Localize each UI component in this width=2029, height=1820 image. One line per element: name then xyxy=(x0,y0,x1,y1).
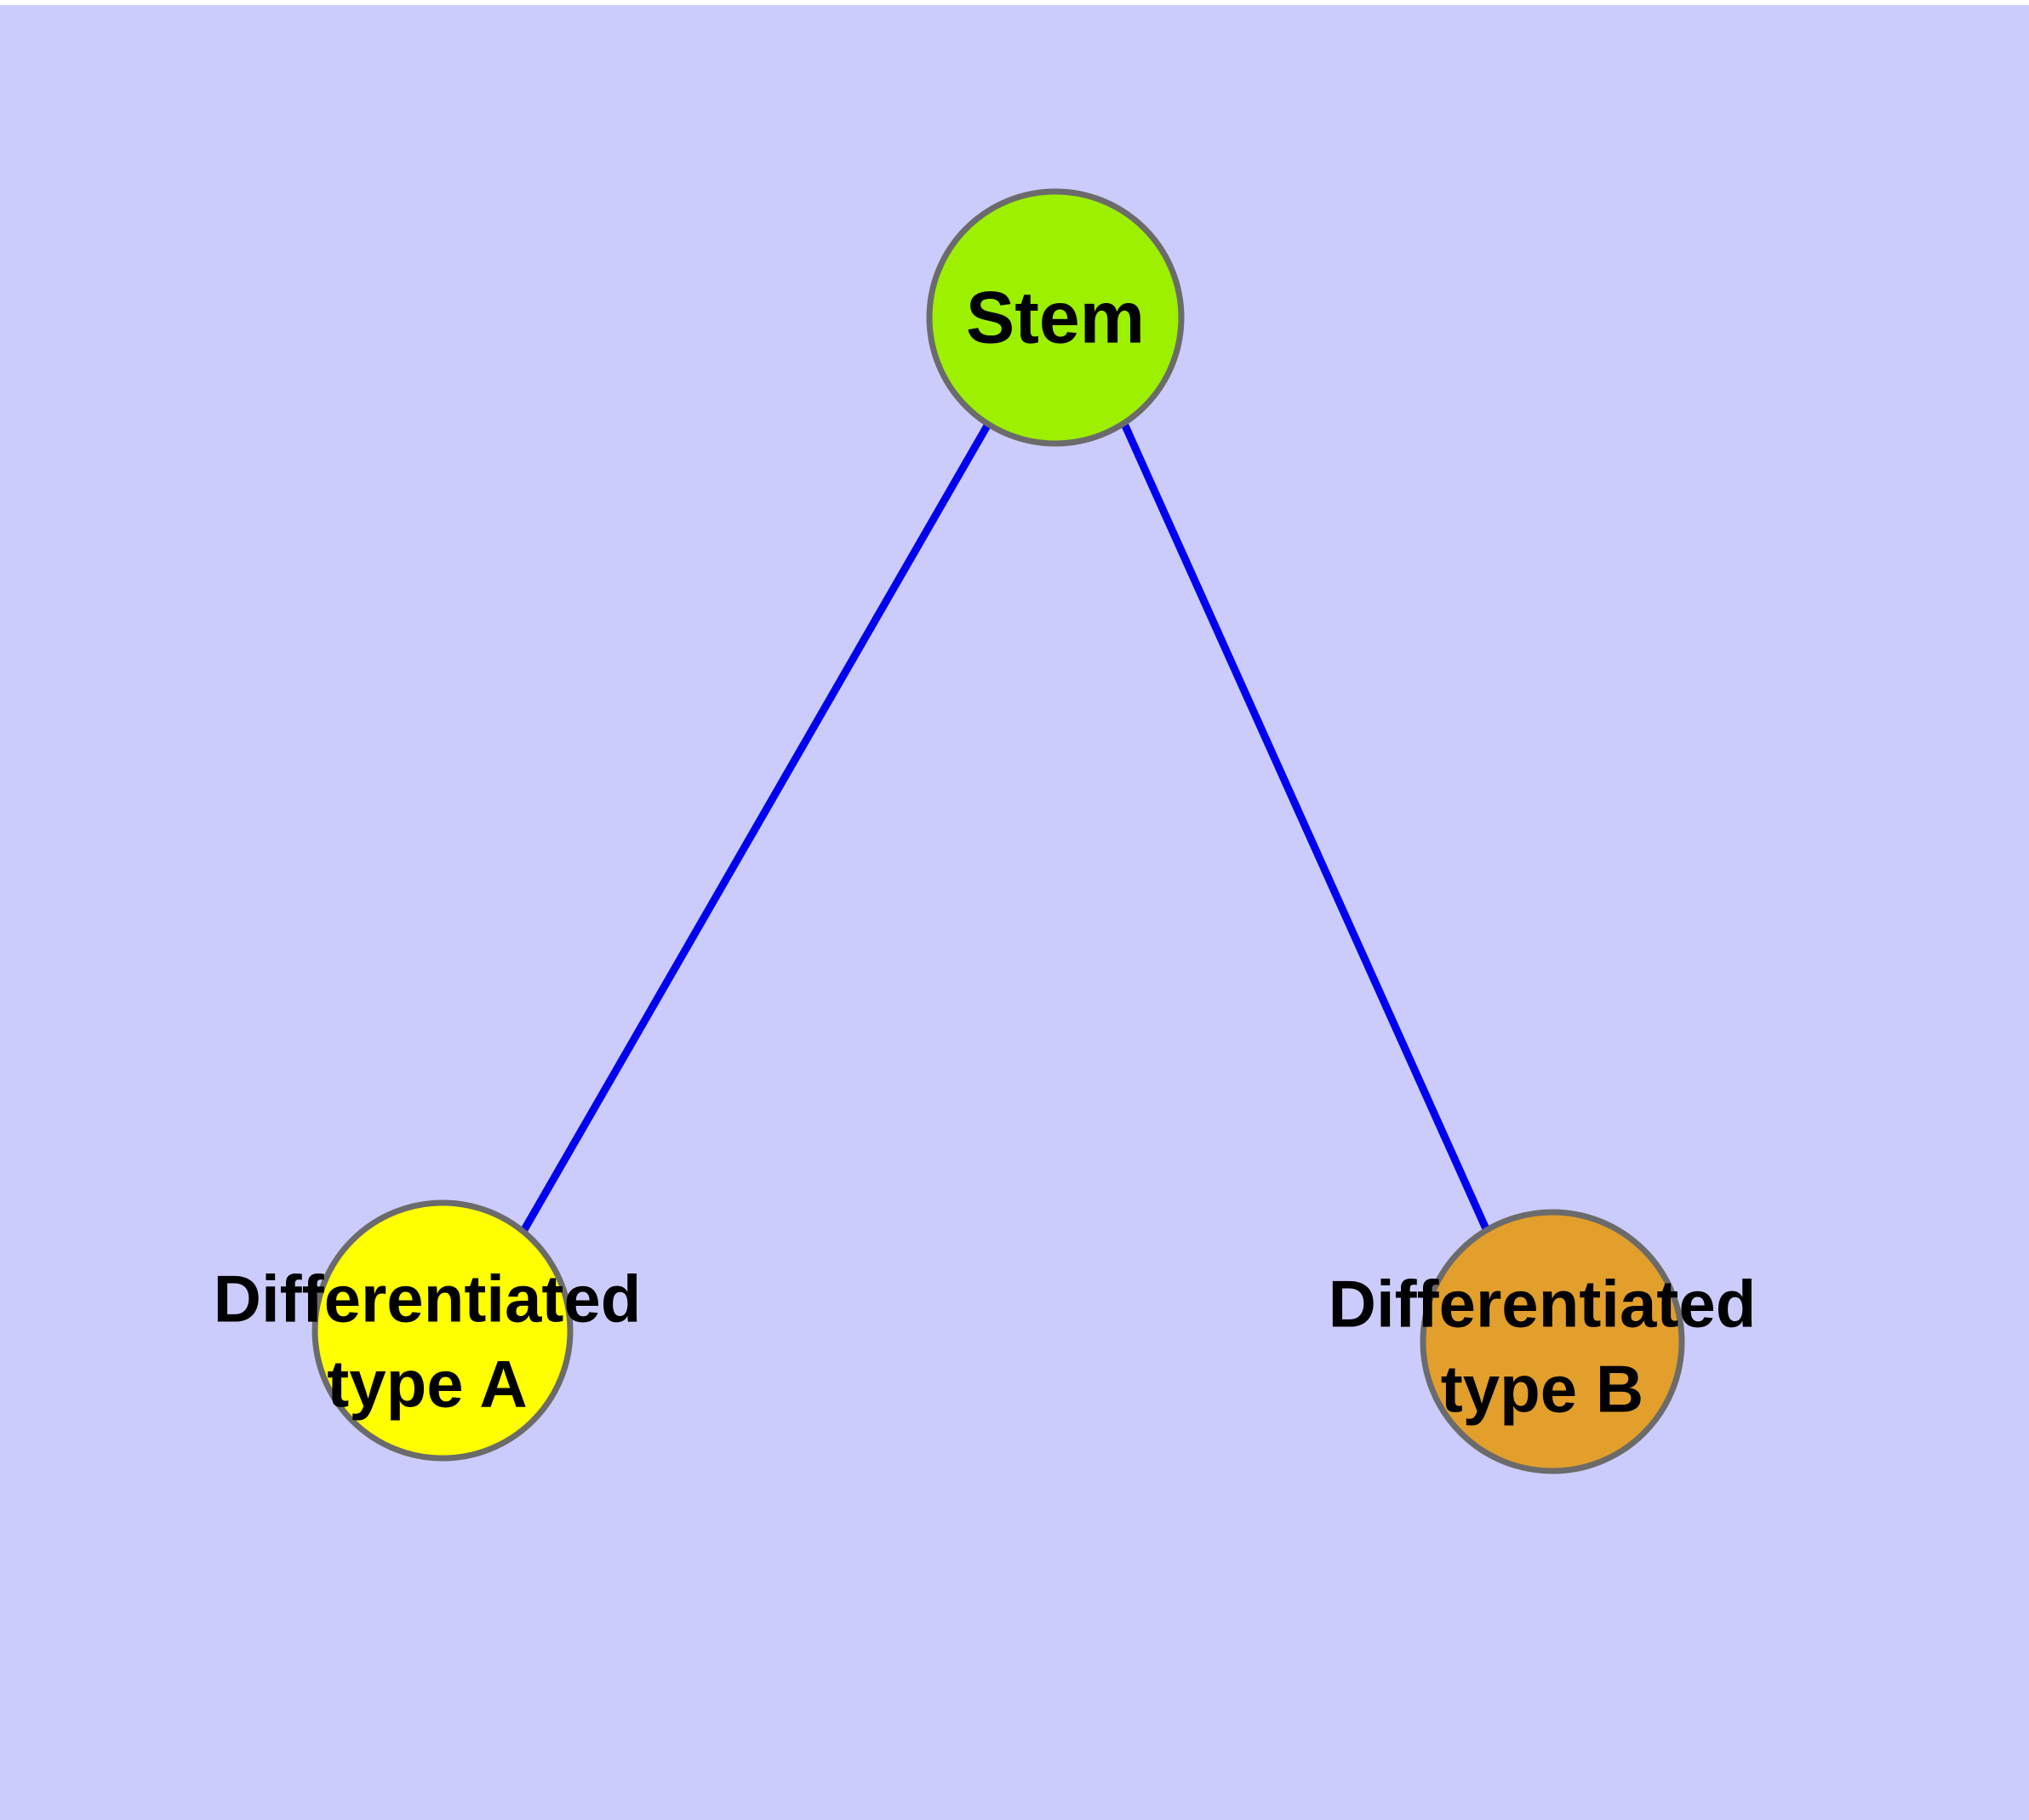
node-differentiated-type-b-circle[interactable] xyxy=(1420,1209,1685,1474)
node-differentiated-type-a-label-line1: Differentiated xyxy=(214,1262,642,1336)
node-stem[interactable]: Stem xyxy=(926,188,1185,447)
edge-group xyxy=(515,421,1492,1243)
node-differentiated-type-b-label-line2: type B xyxy=(1441,1352,1643,1427)
node-differentiated-type-a-circle[interactable] xyxy=(311,1199,574,1462)
node-differentiated-type-a[interactable]: Differentiated type A xyxy=(214,1199,642,1462)
node-differentiated-type-b-label-line1: Differentiated xyxy=(1329,1267,1757,1342)
node-differentiated-type-b[interactable]: Differentiated type B xyxy=(1329,1209,1757,1474)
edge-stem-to-differentiated-a[interactable] xyxy=(515,421,992,1243)
node-differentiated-type-a-label-line2: type A xyxy=(327,1347,528,1422)
node-stem-circle[interactable] xyxy=(926,188,1185,447)
edge-stem-to-differentiated-b[interactable] xyxy=(1121,421,1492,1237)
node-stem-label: Stem xyxy=(966,278,1145,359)
